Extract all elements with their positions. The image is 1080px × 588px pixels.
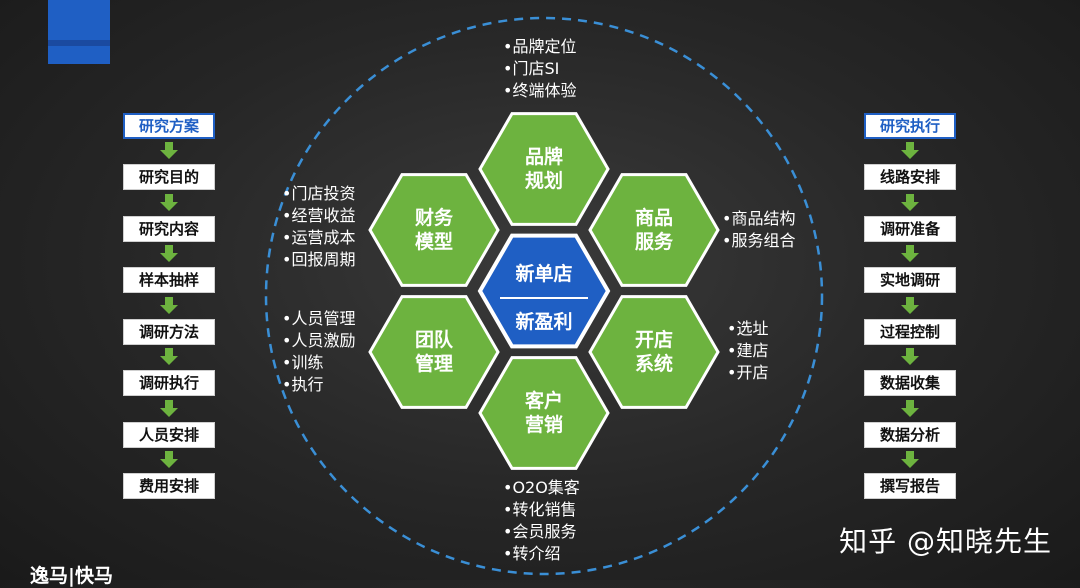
flow-step: 人员安排 [123, 421, 215, 448]
hex-layer [368, 112, 720, 470]
annot-goods: 商品结构服务组合 [722, 208, 795, 252]
annotation-item: 选址 [727, 318, 768, 340]
annotation-item: O2O集客 [503, 477, 579, 499]
annotation-item: 门店投资 [282, 183, 355, 205]
right-flow-title: 研究执行 [864, 113, 956, 139]
flow-step: 撰写报告 [864, 473, 956, 499]
flow-arrow-icon [160, 348, 178, 365]
annotation-item: 运营成本 [282, 227, 355, 249]
hex-label-brand: 品牌 规划 [524, 146, 563, 192]
flow-arrow-icon [160, 142, 178, 159]
annotation-item: 服务组合 [722, 230, 795, 252]
annot-brand: 品牌定位门店SI终端体验 [503, 36, 576, 102]
annotation-item: 建店 [727, 340, 768, 362]
hex-label-finance: 财务 模型 [414, 207, 453, 253]
hex-label-marketing: 客户 营销 [524, 390, 563, 436]
flow-arrow-icon [901, 245, 919, 262]
hex-label-store-system: 开店 系统 [634, 329, 673, 375]
flow-step: 实地调研 [864, 267, 956, 293]
hexagon-upper-left [368, 173, 500, 287]
annotation-item: 终端体验 [503, 80, 576, 102]
annotation-item: 训练 [282, 352, 355, 374]
annotation-item: 开店 [727, 362, 768, 384]
flow-step: 线路安排 [864, 164, 956, 190]
flow-step: 研究内容 [123, 215, 215, 242]
center-label-line2: 新盈利 [515, 311, 573, 333]
dashed-ring [264, 16, 824, 576]
flow-arrow-icon [160, 399, 178, 417]
annotation-item: 会员服务 [503, 521, 580, 543]
annotation-item: 商品结构 [722, 208, 795, 230]
annotation-item: 转化销售 [503, 499, 580, 521]
flow-step: 数据分析 [864, 421, 956, 448]
flow-arrow-icon [160, 245, 178, 262]
flow-step: 调研方法 [123, 318, 215, 345]
annotation-item: 品牌定位 [503, 36, 576, 58]
center-hexagon [477, 233, 611, 349]
flow-arrow-icon [160, 193, 178, 211]
hexagon-top [478, 112, 610, 226]
watermark: 知乎 @知晓先生 [839, 525, 1052, 558]
flow-step: 研究目的 [123, 164, 215, 190]
annot-team: 人员管理人员激励训练执行 [282, 308, 355, 396]
annotation-item: 执行 [282, 374, 355, 396]
flow-step: 过程控制 [864, 318, 956, 345]
flow-arrow-icon [160, 451, 178, 468]
hexagon-lower-right [588, 295, 720, 409]
flow-step: 费用安排 [123, 473, 215, 499]
flow-arrow-icon [901, 142, 919, 159]
annot-marketing: O2O集客转化销售会员服务转介绍 [503, 477, 580, 565]
annot-store-system: 选址建店开店 [727, 318, 768, 384]
flow-arrow-icon [901, 296, 919, 314]
flow-step: 样本抽样 [123, 267, 215, 293]
brand-stripe [48, 40, 110, 46]
hex-label-goods: 商品 服务 [634, 207, 673, 253]
flow-arrow-icon [901, 193, 919, 211]
annotation-item: 人员激励 [282, 330, 355, 352]
annotation-item: 经营收益 [282, 205, 355, 227]
annot-finance: 门店投资经营收益运营成本回报周期 [282, 183, 355, 271]
flow-arrow-icon [901, 399, 919, 417]
flow-step: 数据收集 [864, 370, 956, 396]
brand-block [48, 0, 110, 64]
flow-step: 调研准备 [864, 215, 956, 242]
left-flow-title: 研究方案 [123, 113, 215, 139]
hexagon-bottom [478, 356, 610, 470]
hex-label-team: 团队 管理 [414, 329, 453, 375]
flow-arrow-icon [901, 348, 919, 365]
annotation-item: 门店SI [503, 58, 576, 80]
hexagon-upper-right [588, 173, 720, 287]
annotation-item: 转介绍 [503, 543, 580, 565]
hexagon-lower-left [368, 295, 500, 409]
flow-arrow-icon [901, 451, 919, 468]
annotation-item: 人员管理 [282, 308, 355, 330]
flow-step: 调研执行 [123, 370, 215, 396]
annotation-item: 回报周期 [282, 249, 355, 271]
flow-arrow-icon [160, 296, 178, 314]
center-label-line1: 新单店 [515, 263, 573, 285]
logo-bottom: 逸马|快马 [30, 565, 113, 587]
center-hex [477, 233, 611, 349]
